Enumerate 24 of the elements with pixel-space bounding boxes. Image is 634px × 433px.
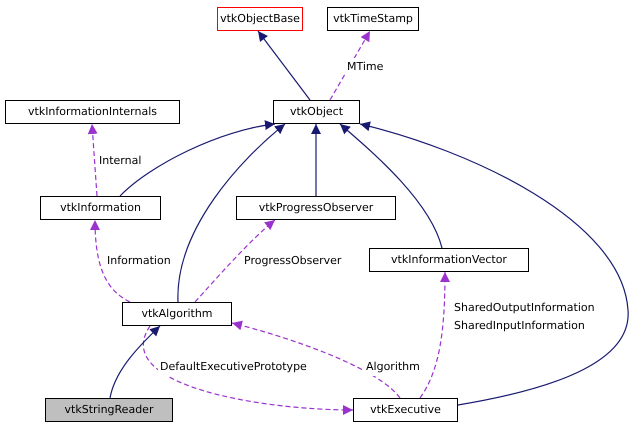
arrow (360, 122, 629, 406)
class-box: vtkObject (273, 100, 360, 124)
arrow (88, 124, 98, 196)
arrow (232, 320, 400, 398)
class-box: vtkStringReader (45, 398, 173, 422)
class-box: vtkInformationInternals (5, 100, 180, 124)
arrow (90, 220, 130, 303)
class-box: vtkInformationVector (369, 248, 529, 272)
class-box: vtkTimeStamp (327, 7, 419, 31)
arrow (120, 120, 276, 196)
arrow (143, 326, 354, 415)
arrow (194, 220, 276, 302)
class-box: vtkInformation (40, 196, 161, 220)
edge-label: MTime (345, 58, 386, 76)
class-box: vtkAlgorithm (122, 302, 232, 326)
arrow (340, 124, 443, 248)
class-box: vtkProgressObserver (236, 196, 396, 220)
class-box: vtkExecutive (353, 398, 458, 422)
arrow (420, 272, 450, 398)
arrow (311, 124, 321, 196)
arrow (258, 30, 310, 100)
arrow (177, 124, 286, 302)
arrow (109, 326, 160, 398)
class-box: vtkObjectBase (217, 7, 303, 31)
